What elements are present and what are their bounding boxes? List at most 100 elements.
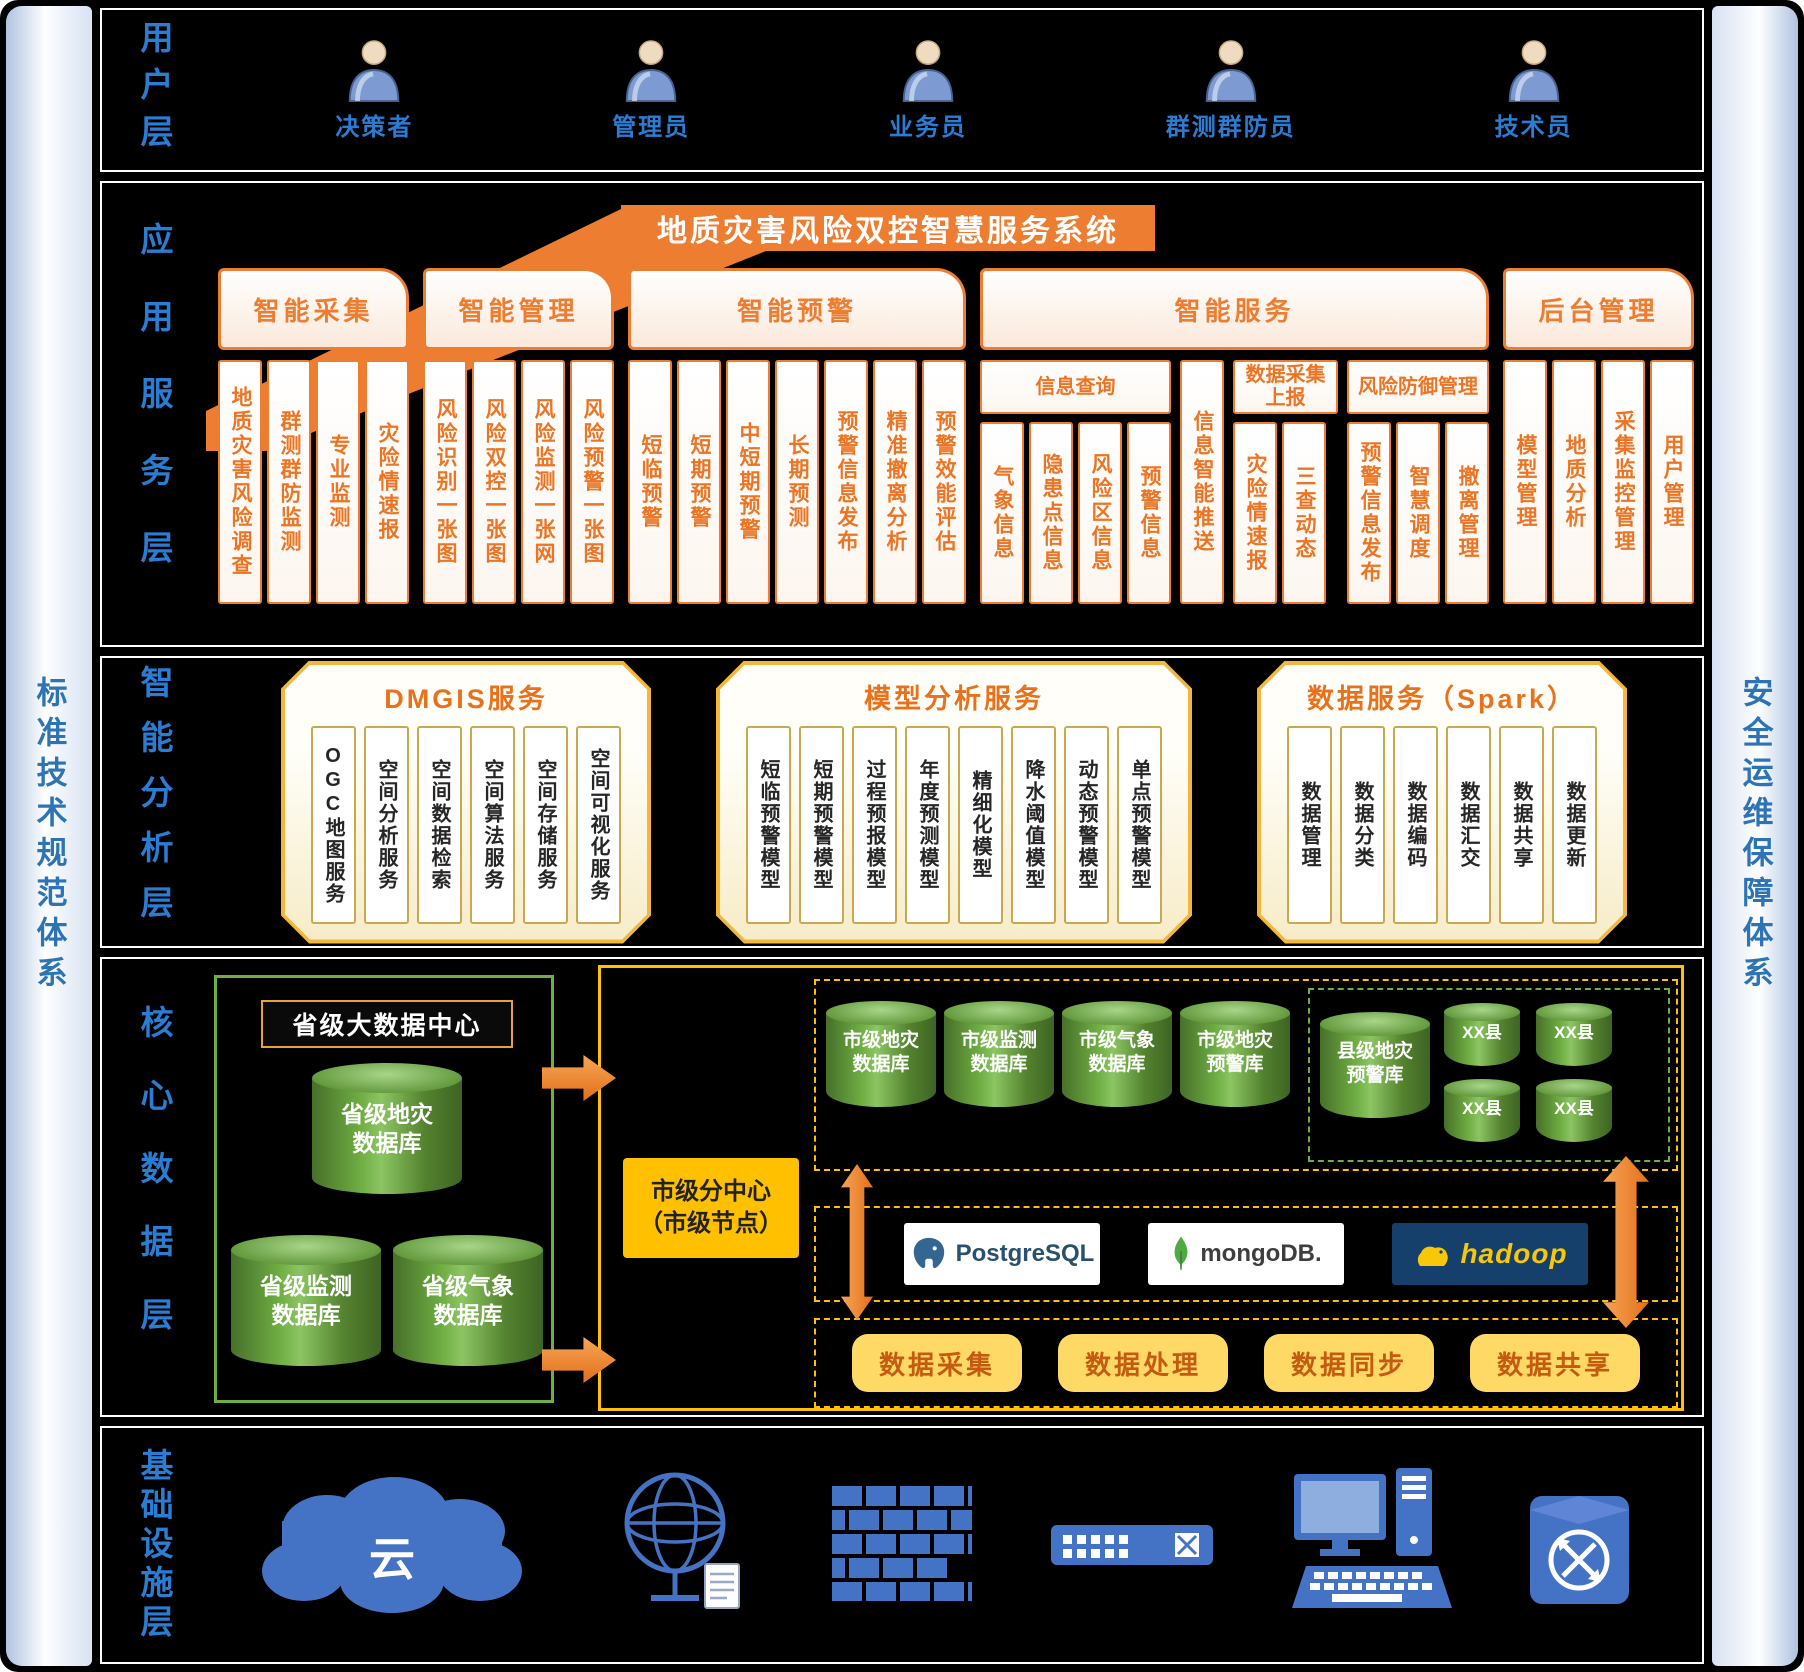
app-item: 信息智能推送 [1180,360,1224,604]
city-subcenter-area: 市级地灾数据库 市级监测数据库 市级气象数据库 市级地灾预警库 [598,965,1684,1411]
panel-title: DMGIS服务 [384,683,548,714]
firewall-icon [832,1485,972,1601]
database-tech-group: PostgreSQL mongoDB. [814,1206,1678,1302]
cloud-icon: 云 [262,1477,522,1613]
main-stack: 用户层 决策者 管理员 [100,8,1704,1664]
group-header: 智能预警 [628,268,966,350]
database-label: 省级地灾数据库 [341,1101,433,1156]
switch-icon [1051,1525,1213,1565]
analysis-item: OGC地图服务 [311,726,356,924]
app-item: 长期预测 [775,360,819,604]
data-content: 省级大数据中心 省级地灾数据库 省级监测数据库 省级气象数据库 [206,959,1702,1415]
analysis-item: 动态预警模型 [1064,726,1109,924]
analysis-item: 数据编码 [1393,726,1438,924]
analysis-item: 数据汇交 [1446,726,1491,924]
database-cylinder: XX县 [1536,1079,1612,1142]
panel-title: 数据服务（Spark） [1306,683,1578,714]
database-label: 省级气象数据库 [422,1273,514,1328]
group-header: 后台管理 [1503,268,1694,350]
user-label: 决策者 [335,113,414,141]
database-cylinder: 省级地灾数据库 [312,1063,462,1194]
analysis-item: 数据分类 [1340,726,1385,924]
left-pillar-title: 标准技术规范体系 [31,676,67,996]
app-item: 预警信息发布 [824,360,868,604]
app-item: 灾险情速报 [1233,422,1277,604]
database-label: 省级监测数据库 [260,1273,352,1328]
analysis-content: DMGIS服务 OGC地图服务 空间分析服务 空间数据检索 空间算法服务 空间存… [206,658,1702,946]
person-icon [625,39,677,102]
postgresql-label: PostgreSQL [955,1240,1095,1267]
app-item: 中短期预警 [726,360,770,604]
mongodb-icon [1174,1236,1188,1272]
database-cylinder: XX县 [1444,1079,1520,1142]
database-label: 市级地灾数据库 [842,1030,919,1075]
user-technician: 技术员 [1495,39,1573,142]
city-node-box: 市级分中心 （市级节点） [623,1158,799,1258]
app-item: 采集监控管理 [1601,360,1645,604]
database-label: 市级地灾预警库 [1196,1030,1273,1075]
app-item: 模型管理 [1503,360,1547,604]
subgroup-header: 信息查询 [980,360,1171,414]
app-item: 风险双控一张图 [472,360,516,604]
app-item: 气象信息 [980,422,1024,604]
database-label: XX县 [1462,1023,1502,1042]
data-ops-group: 数据采集 数据处理 数据同步 数据共享 [814,1318,1678,1408]
panel-title: 模型分析服务 [864,683,1044,714]
postgresql-icon [913,1237,944,1269]
database-label: 市级气象数据库 [1078,1030,1155,1075]
user-label: 管理员 [612,113,691,141]
op-data-process: 数据处理 [1058,1334,1228,1392]
database-cylinder: 省级气象数据库 [393,1235,543,1366]
user-label: 群测群防员 [1165,113,1296,141]
app-item: 精准撤离分析 [873,360,917,604]
app-item: 风险识别一张图 [423,360,467,604]
app-item: 风险预警一张图 [570,360,614,604]
app-item: 预警信息 [1127,422,1171,604]
analysis-item: 短期预警模型 [799,726,844,924]
database-label: 市级监测数据库 [960,1030,1037,1075]
postgresql-logo-box: PostgreSQL [904,1223,1100,1285]
app-item: 撤离管理 [1445,422,1489,604]
user-layer-label: 用户层 [136,19,173,161]
analysis-item: 空间可视化服务 [576,726,621,924]
mongodb-logo-box: mongoDB. [1148,1223,1344,1285]
analysis-item: 过程预报模型 [852,726,897,924]
analysis-item: 空间数据检索 [417,726,462,924]
app-item: 智慧调度 [1396,422,1440,604]
op-data-sync: 数据同步 [1264,1334,1434,1392]
data-layer-label: 核心数据层 [136,1004,173,1370]
analysis-item: 单点预警模型 [1117,726,1162,924]
application-layer-label: 应用服务层 [136,221,173,607]
hadoop-elephant-icon [1418,1246,1449,1266]
subgroup-risk-defense: 风险防御管理 预警信息发布 智慧调度 撤离管理 [1347,360,1489,604]
app-item: 用户管理 [1650,360,1694,604]
right-pillar-title: 安全运维保障体系 [1737,676,1773,996]
app-item: 灾险情速报 [365,360,409,604]
group-backend-management: 后台管理 模型管理 地质分析 采集监控管理 用户管理 [1503,268,1694,604]
globe-server-icon [624,1472,740,1609]
system-title-banner: 地质灾害风险双控智慧服务系统 [621,205,1155,251]
analysis-item: 降水阈值模型 [1011,726,1056,924]
person-icon [1508,39,1559,102]
subgroup-data-report: 数据采集上报 灾险情速报 三查动态 [1233,360,1338,604]
analysis-item: 空间分析服务 [364,726,409,924]
database-label: 县级地灾预警库 [1336,1041,1413,1086]
analysis-item: 数据管理 [1287,726,1332,924]
hadoop-label: hadoop [1460,1238,1568,1269]
cloud-label: 云 [369,1533,415,1585]
panel-dmgis: DMGIS服务 OGC地图服务 空间分析服务 空间数据检索 空间算法服务 空间存… [281,661,651,944]
app-item: 三查动态 [1282,422,1326,604]
app-item: 隐患点信息 [1029,422,1073,604]
database-label: XX县 [1554,1099,1594,1118]
router-icon [1530,1495,1629,1604]
app-item: 专业监测 [316,360,360,604]
county-database-group: 县级地灾预警库 XX县 XX县 XX县 [1308,988,1670,1162]
person-icon [1205,39,1256,102]
user-mass-monitor: 群测群防员 [1166,39,1296,142]
op-data-share: 数据共享 [1470,1334,1640,1392]
database-cylinder: 市级地灾预警库 [1180,1001,1290,1107]
user-row: 决策者 管理员 业务员 [206,10,1702,170]
right-pillar: 安全运维保障体系 [1712,6,1798,1666]
analysis-item: 数据共享 [1499,726,1544,924]
database-cylinder: 市级气象数据库 [1062,1001,1172,1107]
